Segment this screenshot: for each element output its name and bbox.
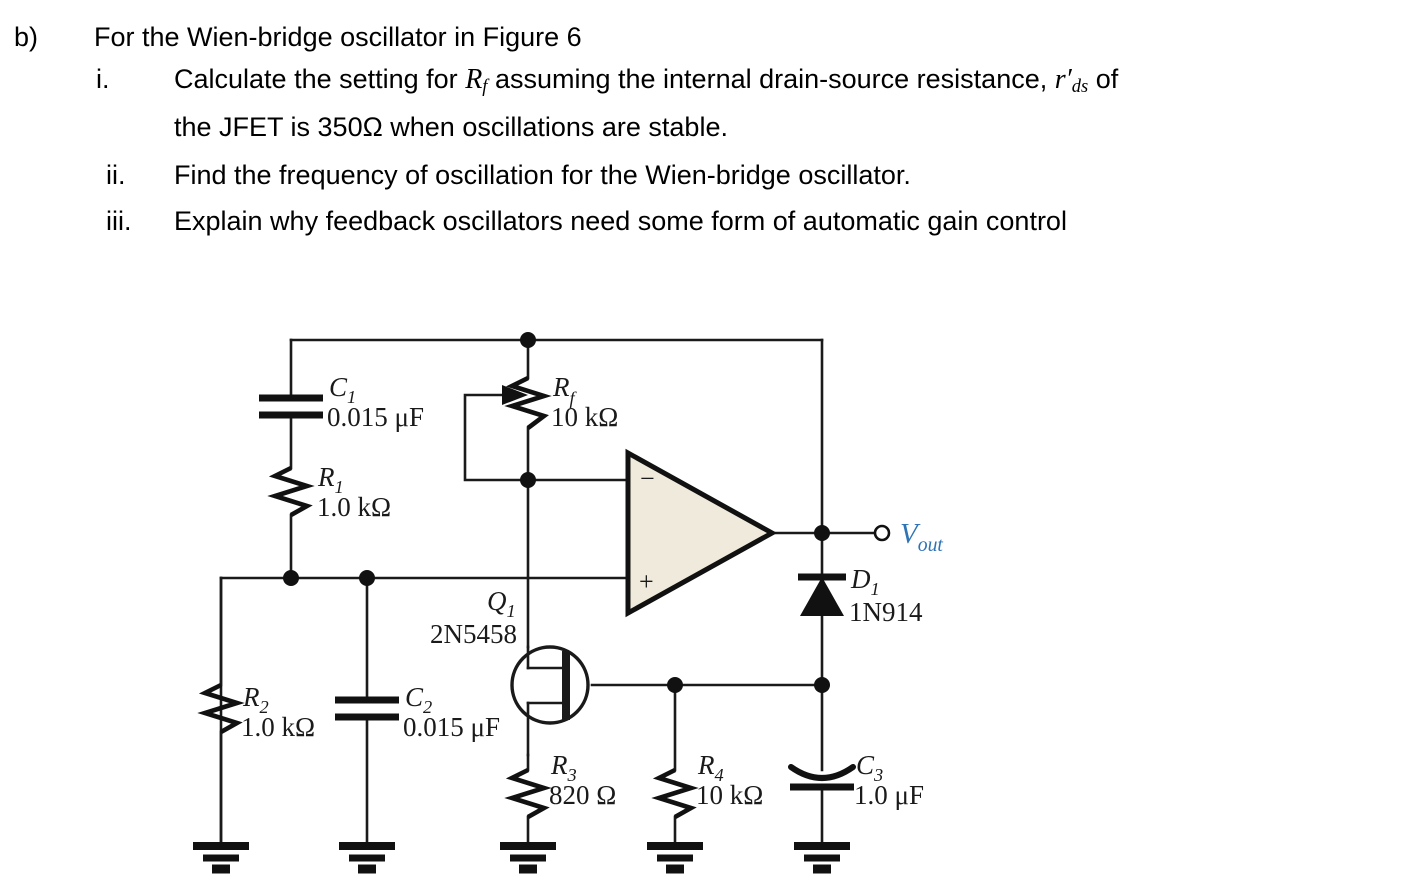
capacitor-c2	[335, 696, 399, 721]
junction-dots	[283, 332, 830, 693]
part-text: For the Wien-bridge oscillator in Figure…	[94, 22, 582, 52]
ground-r3	[500, 842, 556, 874]
symbol-rds: r′ds	[1054, 64, 1089, 97]
label-r1-value: 1.0 kΩ	[317, 492, 391, 522]
label-q1-name: Q1	[487, 586, 516, 621]
label-c1-name: C1	[329, 372, 356, 407]
label-c3-name: C3	[856, 750, 883, 785]
vout-terminal-circle	[873, 524, 891, 542]
label-q1-value: 2N5458	[430, 619, 517, 649]
item-i-text-before: Calculate the setting for	[174, 64, 458, 94]
label-r4-value: 10 kΩ	[696, 780, 763, 810]
wire-rf-wiper	[463, 393, 530, 482]
capacitor-c1	[259, 394, 323, 419]
resistor-r3	[504, 767, 552, 820]
circuit-diagram: − +	[0, 300, 1428, 880]
item-i-text-mid: assuming the internal drain-source resis…	[494, 64, 1048, 94]
label-rf-value: 10 kΩ	[551, 402, 618, 432]
ground-r2	[193, 842, 249, 874]
item-iii-text: Explain why feedback oscillators need so…	[174, 206, 1067, 236]
label-c2-value: 0.015 μF	[403, 712, 500, 742]
label-d1-value: 1N914	[849, 597, 923, 627]
d1-triangle	[800, 577, 844, 616]
node-inverting-input	[520, 472, 536, 488]
item-iii-marker: iii.	[106, 206, 132, 236]
ground-symbols	[193, 842, 850, 874]
ground-r4	[647, 842, 703, 874]
label-r4-name: R4	[697, 750, 724, 785]
node-c2-top	[359, 570, 375, 586]
item-i-marker: i.	[96, 64, 110, 94]
label-c2-name: C2	[405, 682, 432, 717]
resistor-r2	[197, 682, 245, 735]
question-item-i: i. Calculate the setting for Rf assuming…	[96, 62, 1118, 98]
label-c3-value: 1.0 μF	[854, 780, 924, 810]
item-i-line2-text: the JFET is 350Ω when oscillations are s…	[174, 112, 728, 142]
item-ii-marker: ii.	[106, 160, 126, 190]
question-item-i-line2: the JFET is 350Ω when oscillations are s…	[174, 110, 728, 144]
label-d1-name: D1	[850, 564, 880, 599]
label-r1-name: R1	[317, 462, 344, 497]
question-item-ii: ii. Find the frequency of oscillation fo…	[106, 158, 911, 192]
label-r2-value: 1.0 kΩ	[241, 712, 315, 742]
c3-plate-curved	[788, 764, 856, 781]
capacitor-c3	[788, 764, 856, 791]
label-r3-name: R3	[550, 750, 577, 785]
jfet-body-circle	[510, 645, 590, 725]
node-r1-bottom	[283, 570, 299, 586]
item-i-text-after: of	[1095, 64, 1119, 94]
resistor-r1	[267, 465, 315, 518]
diode-d1	[798, 573, 846, 616]
resistor-r4	[651, 767, 699, 820]
node-top-rf	[520, 332, 536, 348]
item-ii-text: Find the frequency of oscillation for th…	[174, 160, 911, 190]
label-vout: Vout	[900, 518, 943, 556]
rf-wiper-arrow	[502, 385, 528, 405]
part-marker: b)	[14, 22, 39, 52]
symbol-rf: Rf	[465, 64, 488, 97]
label-r2-name: R2	[242, 682, 269, 717]
node-c3-gate	[814, 677, 830, 693]
ground-c3	[794, 842, 850, 874]
label-r3-value: 820 Ω	[549, 780, 616, 810]
opamp-minus-label: −	[640, 464, 655, 493]
label-rf-name: Rf	[552, 372, 578, 408]
question-part-b: b) For the Wien-bridge oscillator in Fig…	[14, 20, 582, 54]
ground-c2	[339, 842, 395, 874]
opamp-triangle	[625, 448, 778, 618]
opamp-plus-label: +	[639, 567, 654, 596]
resistor-rf	[504, 375, 552, 430]
question-item-iii: iii. Explain why feedback oscillators ne…	[106, 204, 1067, 238]
node-r4-gate	[667, 677, 683, 693]
label-c1-value: 0.015 μF	[327, 402, 424, 432]
node-output	[814, 525, 830, 541]
